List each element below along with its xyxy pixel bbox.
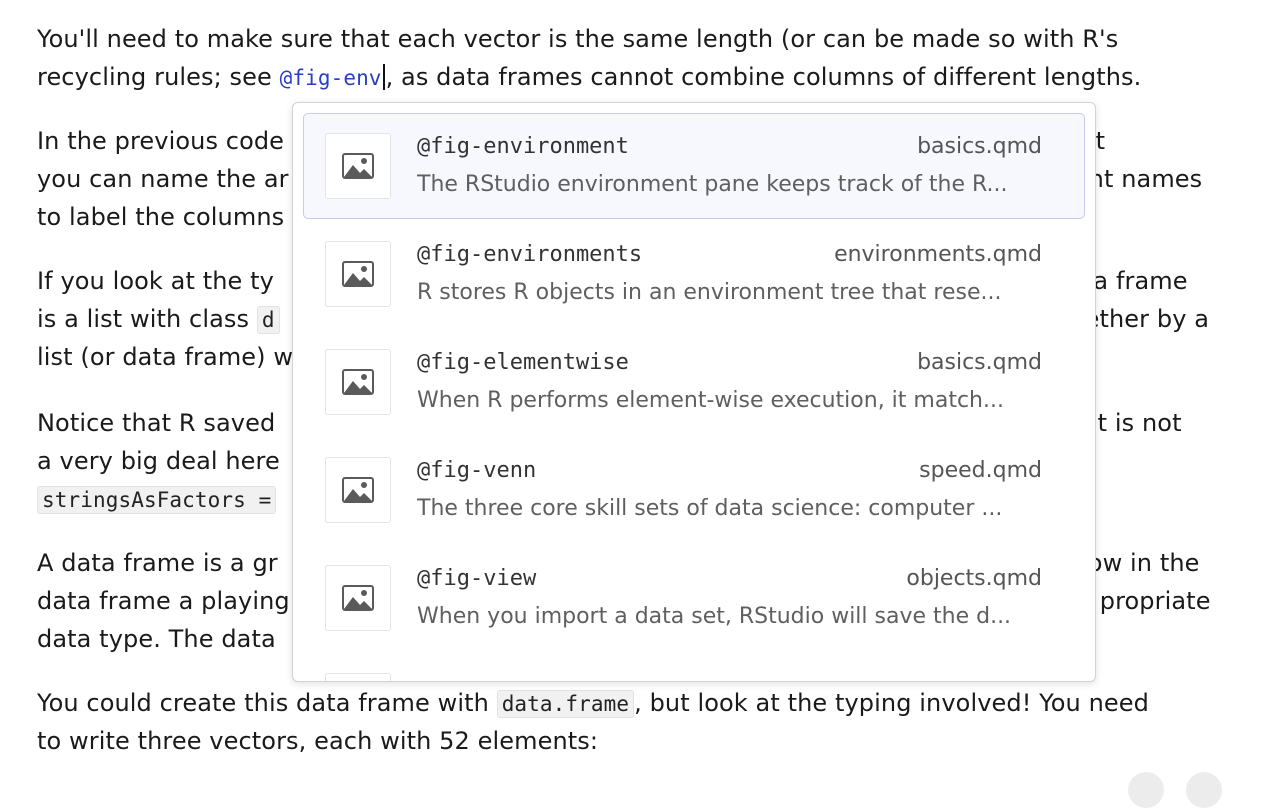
document-line: data frame a playing propriate [37, 582, 1211, 620]
document-line: list (or data frame) w [37, 338, 293, 376]
text-run: you can name the ar [37, 165, 289, 193]
document-line: A data frame is a gr ow in the [37, 544, 1200, 582]
inline-code: data.frame [496, 690, 635, 718]
text-run: In the previous code [37, 127, 285, 155]
completion-item-file: basics.qmd [917, 134, 1042, 159]
completion-item-file: environments.qmd [834, 242, 1042, 267]
text-run: is a list with class [37, 305, 257, 333]
text-run: A data frame is a gr [37, 549, 278, 577]
completion-item-file: objects.qmd [906, 566, 1042, 591]
completion-item-id: @fig-venn [417, 458, 537, 483]
text-run: list (or data frame) w [37, 343, 294, 371]
text-run: ether by a [1084, 305, 1210, 333]
document-line: a very big deal here [37, 442, 280, 480]
document-line: is a list with class d ether by a [37, 300, 1209, 338]
floating-button-right[interactable] [1186, 772, 1222, 808]
document-line: You'll need to make sure that each vecto… [37, 20, 1118, 58]
text-run: to write three vectors, each with 52 ele… [37, 727, 599, 755]
text-caret [382, 64, 385, 90]
image-icon [325, 565, 391, 631]
document-line: You could create this data frame with da… [37, 684, 1149, 722]
completion-item[interactable]: @fig-environments environments.qmd R store… [303, 221, 1085, 327]
document-line: to write three vectors, each with 52 ele… [37, 722, 598, 760]
image-icon [325, 133, 391, 199]
text-run: propriate [1099, 587, 1211, 615]
inline-code: stringsAsFactors = [37, 486, 277, 514]
completion-item-file: speed.qmd [919, 458, 1042, 483]
completion-item-id: @fig-environments [417, 242, 643, 267]
image-icon [325, 241, 391, 307]
completion-item-id: @fig-view [417, 566, 537, 591]
text-run: ow in the [1087, 549, 1200, 577]
completion-item-description: R stores R objects in an environment tre… [417, 280, 1002, 305]
completion-item-partial[interactable] [303, 653, 1085, 681]
image-icon [325, 349, 391, 415]
document-line: to label the columns [37, 198, 284, 236]
text-run: ta frame [1083, 267, 1188, 295]
text-run: , as data frames cannot combine columns … [385, 63, 1142, 91]
text-run: data type. The data [37, 625, 276, 653]
image-icon [325, 457, 391, 523]
inline-code: d [256, 306, 280, 334]
document-line: recycling rules; see @fig-env, as data f… [37, 58, 1141, 96]
document-line: stringsAsFactors = [37, 480, 277, 518]
document-line: If you look at the ty ta frame [37, 262, 1188, 300]
text-run: Notice that R saved [37, 409, 284, 437]
text-run: a very big deal here [37, 447, 280, 475]
completion-item-file: basics.qmd [917, 350, 1042, 375]
crossref-input[interactable]: @fig-env [279, 66, 382, 90]
text-run: to label the columns [37, 203, 285, 231]
text-run: You could create this data frame with [37, 689, 497, 717]
text-run: , but look at the typing involved! You n… [634, 689, 1149, 717]
text-run: data frame a playing [37, 587, 290, 615]
text-run: You'll need to make sure that each vecto… [37, 25, 1119, 53]
completion-item-description: The three core skill sets of data scienc… [417, 496, 1003, 521]
completion-item-description: When you import a data set, RStudio will… [417, 604, 1012, 629]
text-run: recycling rules; see [37, 63, 280, 91]
completion-item-id: @fig-environment [417, 134, 629, 159]
document-line: you can name the ar nt names [37, 160, 1202, 198]
text-run: nt names [1088, 165, 1203, 193]
completion-item-description: When R performs element-wise execution, … [417, 388, 1004, 413]
text-run: If you look at the ty [37, 267, 274, 295]
completion-item-id: @fig-elementwise [417, 350, 629, 375]
completion-item-description: The RStudio environment pane keeps track… [417, 172, 1008, 197]
document-line: data type. The data [37, 620, 276, 658]
floating-button-left[interactable] [1128, 772, 1164, 808]
image-icon [325, 673, 391, 681]
